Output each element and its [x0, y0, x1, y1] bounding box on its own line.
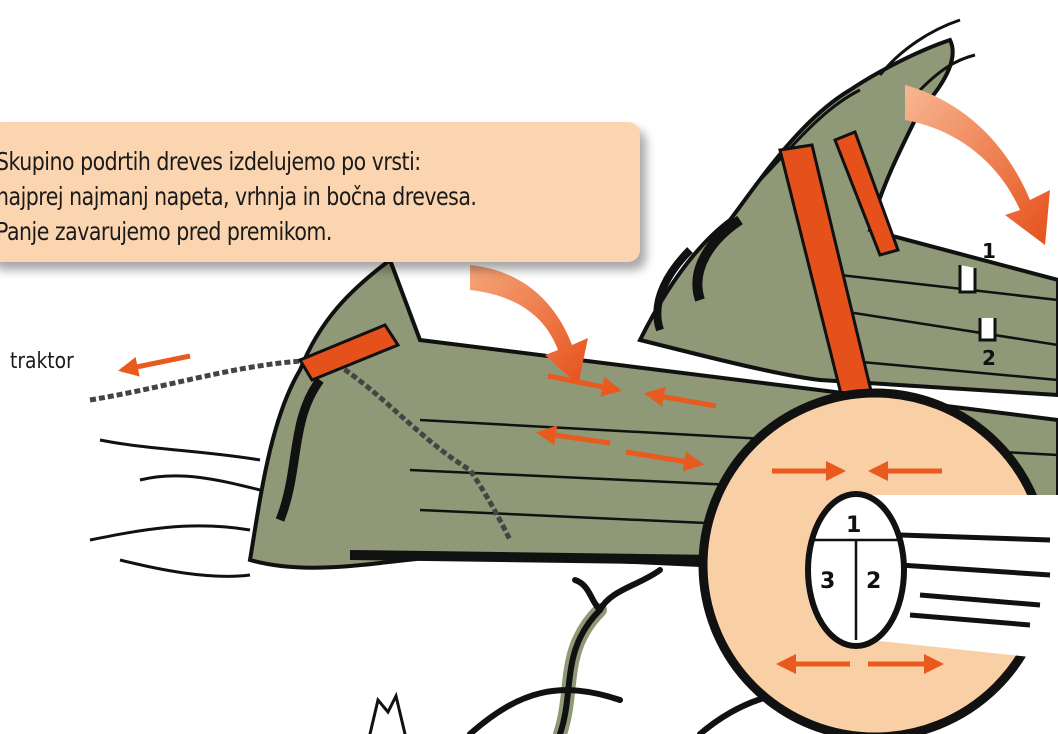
trunk-cut-1-label: 1 — [982, 239, 996, 263]
cut-2-label: 2 — [866, 569, 881, 594]
callout-line-3: Panje zavarujemo pred premikom. — [0, 214, 516, 249]
instruction-callout: Skupino podrtih dreves izdelujemo po vrs… — [0, 122, 640, 262]
trunk-cut-2-label: 2 — [982, 346, 996, 370]
callout-line-2: najprej najmanj napeta, vrhnja in bočna … — [0, 179, 516, 214]
cut-1-label: 1 — [846, 513, 861, 538]
callout-line-1: Skupino podrtih dreves izdelujemo po vrs… — [0, 144, 516, 179]
traktor-label: traktor — [10, 349, 74, 374]
back-tree — [640, 20, 1058, 398]
cut-3-label: 3 — [820, 569, 835, 594]
